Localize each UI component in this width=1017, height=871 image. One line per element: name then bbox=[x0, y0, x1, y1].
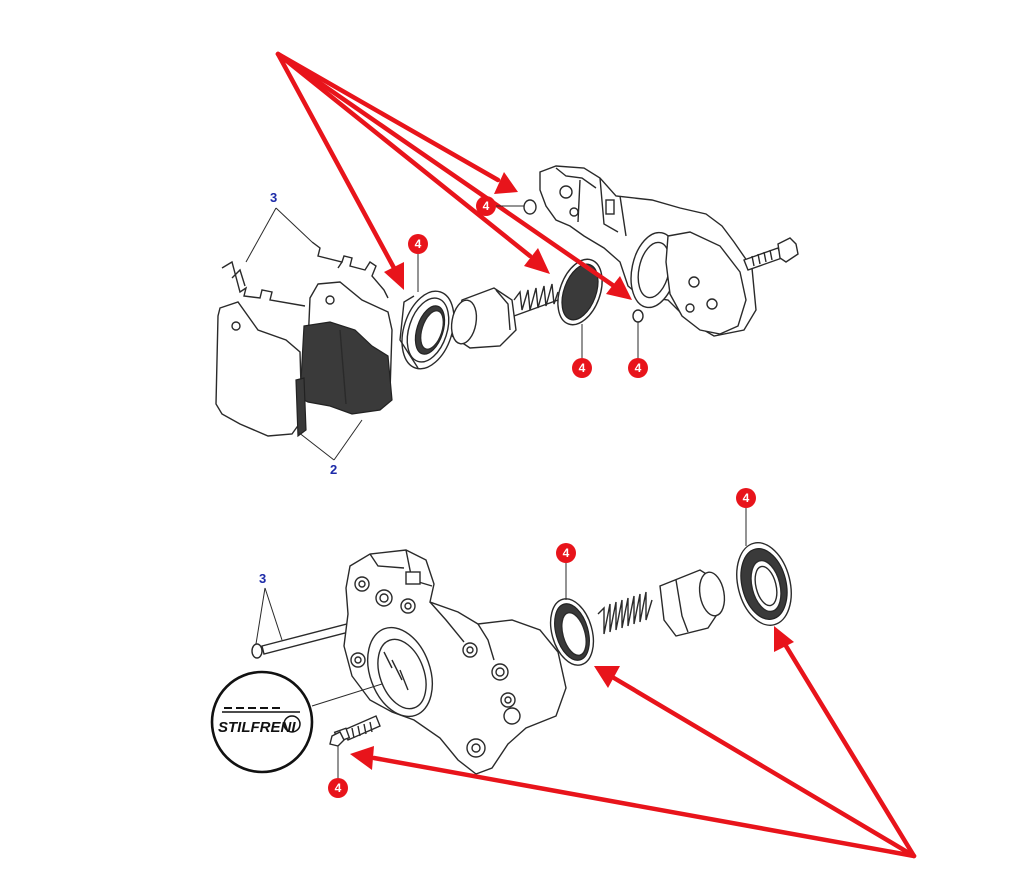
spring-lower bbox=[597, 591, 653, 635]
badge-seal-upper-left: 4 bbox=[408, 234, 428, 292]
leader-upper-pads-b bbox=[333, 419, 363, 461]
badge-oring-upper-small: 4 bbox=[476, 196, 524, 216]
bleeder-screw bbox=[329, 715, 381, 747]
leader-upper-springs-b bbox=[275, 207, 313, 243]
piston-upper bbox=[450, 287, 517, 349]
leader-lower-pin-b bbox=[264, 587, 283, 641]
badge-bleeder-lower: 4 bbox=[328, 746, 348, 798]
arrow-to-lower-mid-seal bbox=[611, 675, 917, 859]
oring-upper-small bbox=[523, 199, 537, 215]
badge-text: 4 bbox=[579, 361, 586, 375]
seal-lower-right bbox=[736, 542, 792, 626]
piston-lower bbox=[659, 569, 726, 637]
stilfreni-logo: STILFRENI bbox=[210, 670, 383, 774]
label-upper-springs: 3 bbox=[270, 190, 277, 205]
label-lower-pin: 3 bbox=[259, 571, 266, 586]
callout-arrows bbox=[275, 51, 917, 859]
seal-upper-mid bbox=[557, 258, 603, 326]
pad-spring-clips bbox=[221, 241, 389, 307]
badge-text: 4 bbox=[335, 781, 342, 795]
arrow-to-upper-right-oring bbox=[275, 51, 617, 289]
oring-upper-right bbox=[632, 309, 644, 323]
label-upper-pads: 2 bbox=[330, 462, 337, 477]
badge-seal-upper-mid: 4 bbox=[572, 324, 592, 378]
brake-pads bbox=[215, 281, 393, 438]
badge-text: 4 bbox=[483, 199, 490, 213]
arrow-to-lower-right-seal bbox=[783, 643, 917, 859]
spring-upper bbox=[513, 283, 559, 317]
lower-assembly: 3 bbox=[210, 542, 792, 775]
arrow-to-upper-mid-seal bbox=[275, 51, 533, 259]
arrow-to-bleeder bbox=[371, 755, 917, 859]
caliper-body-lower bbox=[343, 549, 567, 775]
seal-upper-left bbox=[399, 290, 455, 370]
badge-oring-upper-right: 4 bbox=[628, 322, 648, 378]
badge-seal-lower-mid: 4 bbox=[556, 543, 576, 600]
badge-text: 4 bbox=[635, 361, 642, 375]
leader-upper-pads-a bbox=[297, 431, 335, 461]
badge-seal-lower-right: 4 bbox=[736, 488, 756, 546]
badge-text: 4 bbox=[415, 237, 422, 251]
leader-lower-pin-a bbox=[255, 587, 266, 645]
arrow-to-upper-left-seal bbox=[275, 51, 397, 271]
badge-text: 4 bbox=[743, 491, 750, 505]
leader-upper-springs-a bbox=[245, 207, 277, 263]
bolt-upper bbox=[743, 237, 799, 271]
arrow-to-upper-oring bbox=[275, 51, 501, 183]
caliper-body-upper bbox=[539, 165, 757, 337]
upper-assembly: 3 2 bbox=[215, 165, 799, 477]
seal-lower-mid bbox=[549, 598, 595, 666]
badge-text: 4 bbox=[563, 546, 570, 560]
logo-text: STILFRENI bbox=[218, 719, 296, 736]
